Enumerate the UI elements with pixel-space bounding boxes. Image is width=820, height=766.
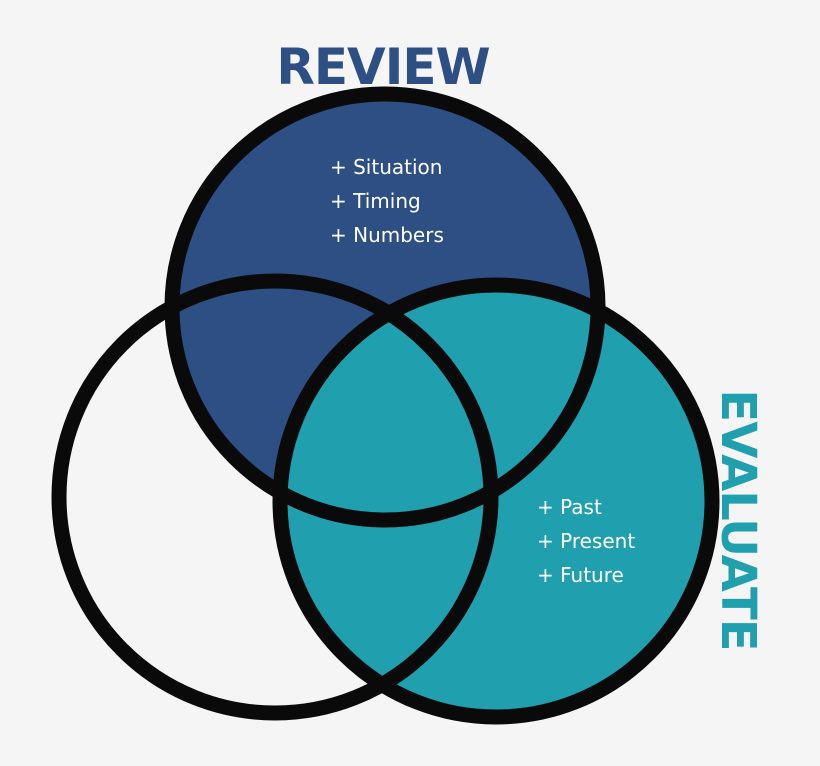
evaluate-title: EVALUATE — [710, 389, 766, 650]
review-items: + Situation + Timing + Numbers — [330, 155, 444, 247]
review-item: + Timing — [330, 189, 421, 213]
evaluate-circle-outline — [272, 277, 720, 725]
evaluate-item: + Future — [537, 563, 624, 587]
review-item: + Situation — [330, 155, 442, 179]
evaluate-item: + Past — [537, 495, 602, 519]
evaluate-items: + Past + Present + Future — [537, 495, 635, 587]
review-item: + Numbers — [330, 223, 444, 247]
review-title: REVIEW — [276, 38, 489, 96]
circle-outlines — [51, 86, 720, 725]
evaluate-item: + Present — [537, 529, 635, 553]
